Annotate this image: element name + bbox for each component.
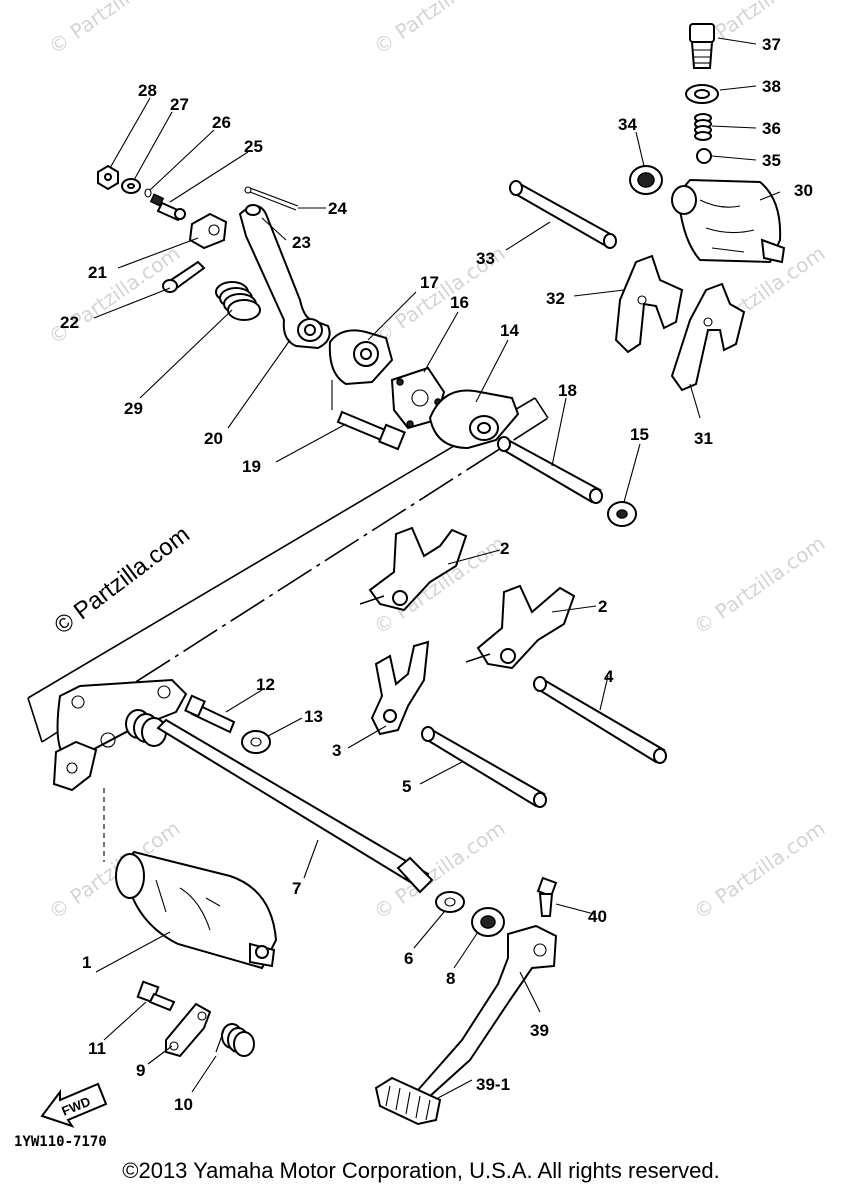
boundary-lines bbox=[27, 397, 549, 743]
callout-label: 7 bbox=[292, 879, 301, 898]
watermark: © Partzilla.com bbox=[44, 241, 184, 349]
callout-label: 20 bbox=[204, 429, 223, 448]
callout-labels: 1 2 2 3 4 5 6 7 8 9 10 11 12 13 14 15 16… bbox=[60, 35, 813, 1114]
callout-label: 31 bbox=[694, 429, 713, 448]
watermark: © Partzilla.com bbox=[689, 816, 829, 924]
watermark: © Partzilla.com bbox=[689, 531, 829, 639]
shift-shaft-assembly bbox=[52, 678, 434, 894]
callout-label: 19 bbox=[242, 457, 261, 476]
callout-label: 16 bbox=[450, 293, 469, 312]
callout-label: 39 bbox=[530, 1021, 549, 1040]
callout-label: 37 bbox=[762, 35, 781, 54]
callout-label: 24 bbox=[328, 199, 347, 218]
callout-label: 6 bbox=[404, 949, 413, 968]
callout-label: 2 bbox=[500, 539, 509, 558]
callout-label: 26 bbox=[212, 113, 231, 132]
callout-label: 22 bbox=[60, 313, 79, 332]
callout-label: 10 bbox=[174, 1095, 193, 1114]
shift-drum-assembly bbox=[497, 23, 786, 527]
callout-label: 4 bbox=[604, 667, 614, 686]
callout-label: 8 bbox=[446, 969, 455, 988]
callout-label: 2 bbox=[598, 597, 607, 616]
callout-label: 14 bbox=[500, 321, 519, 340]
callout-label: 9 bbox=[136, 1061, 145, 1080]
shift-pedal-assembly bbox=[374, 876, 558, 1126]
callout-label: 25 bbox=[244, 137, 263, 156]
callout-label: 15 bbox=[630, 425, 649, 444]
leader-lines bbox=[93, 37, 781, 1099]
callout-label: 3 bbox=[332, 741, 341, 760]
callout-label: 13 bbox=[304, 707, 323, 726]
diagram-code: 1YW110-7170 bbox=[14, 1134, 107, 1150]
callout-label: 40 bbox=[588, 907, 607, 926]
callout-label: 29 bbox=[124, 399, 143, 418]
callout-label: 23 bbox=[292, 233, 311, 252]
callout-label: 34 bbox=[618, 115, 637, 134]
callout-label: 5 bbox=[402, 777, 411, 796]
callout-label: 11 bbox=[88, 1039, 106, 1058]
callout-label: 18 bbox=[558, 381, 577, 400]
callout-label: 32 bbox=[546, 289, 565, 308]
watermark-large: © Partzilla.com bbox=[49, 521, 194, 640]
drum-assembly-lower bbox=[115, 850, 278, 1058]
shift-lever-assembly bbox=[97, 164, 520, 451]
callout-label: 33 bbox=[476, 249, 495, 268]
callout-label: 35 bbox=[762, 151, 781, 170]
watermark: © Partzilla.com bbox=[44, 0, 184, 59]
copyright-notice: ©2013 Yamaha Motor Corporation, U.S.A. A… bbox=[122, 1158, 720, 1183]
callout-label: 38 bbox=[762, 77, 781, 96]
callout-label: 12 bbox=[256, 675, 275, 694]
callout-label: 17 bbox=[420, 273, 439, 292]
callout-label: 36 bbox=[762, 119, 781, 138]
callout-label: 21 bbox=[88, 263, 107, 282]
spring-coil bbox=[215, 281, 261, 321]
callout-label: 27 bbox=[170, 95, 189, 114]
watermark: © Partzilla.com bbox=[369, 0, 509, 59]
callout-label: 28 bbox=[138, 81, 157, 100]
watermarks: © Partzilla.com © Partzilla.com © Partzi… bbox=[44, 0, 829, 924]
forward-direction-arrow: FWD bbox=[40, 1082, 108, 1128]
shift-fork-assembly bbox=[359, 526, 667, 808]
callout-label: 39-1 bbox=[476, 1075, 510, 1094]
callout-label: 30 bbox=[794, 181, 813, 200]
callout-label: 1 bbox=[82, 953, 91, 972]
